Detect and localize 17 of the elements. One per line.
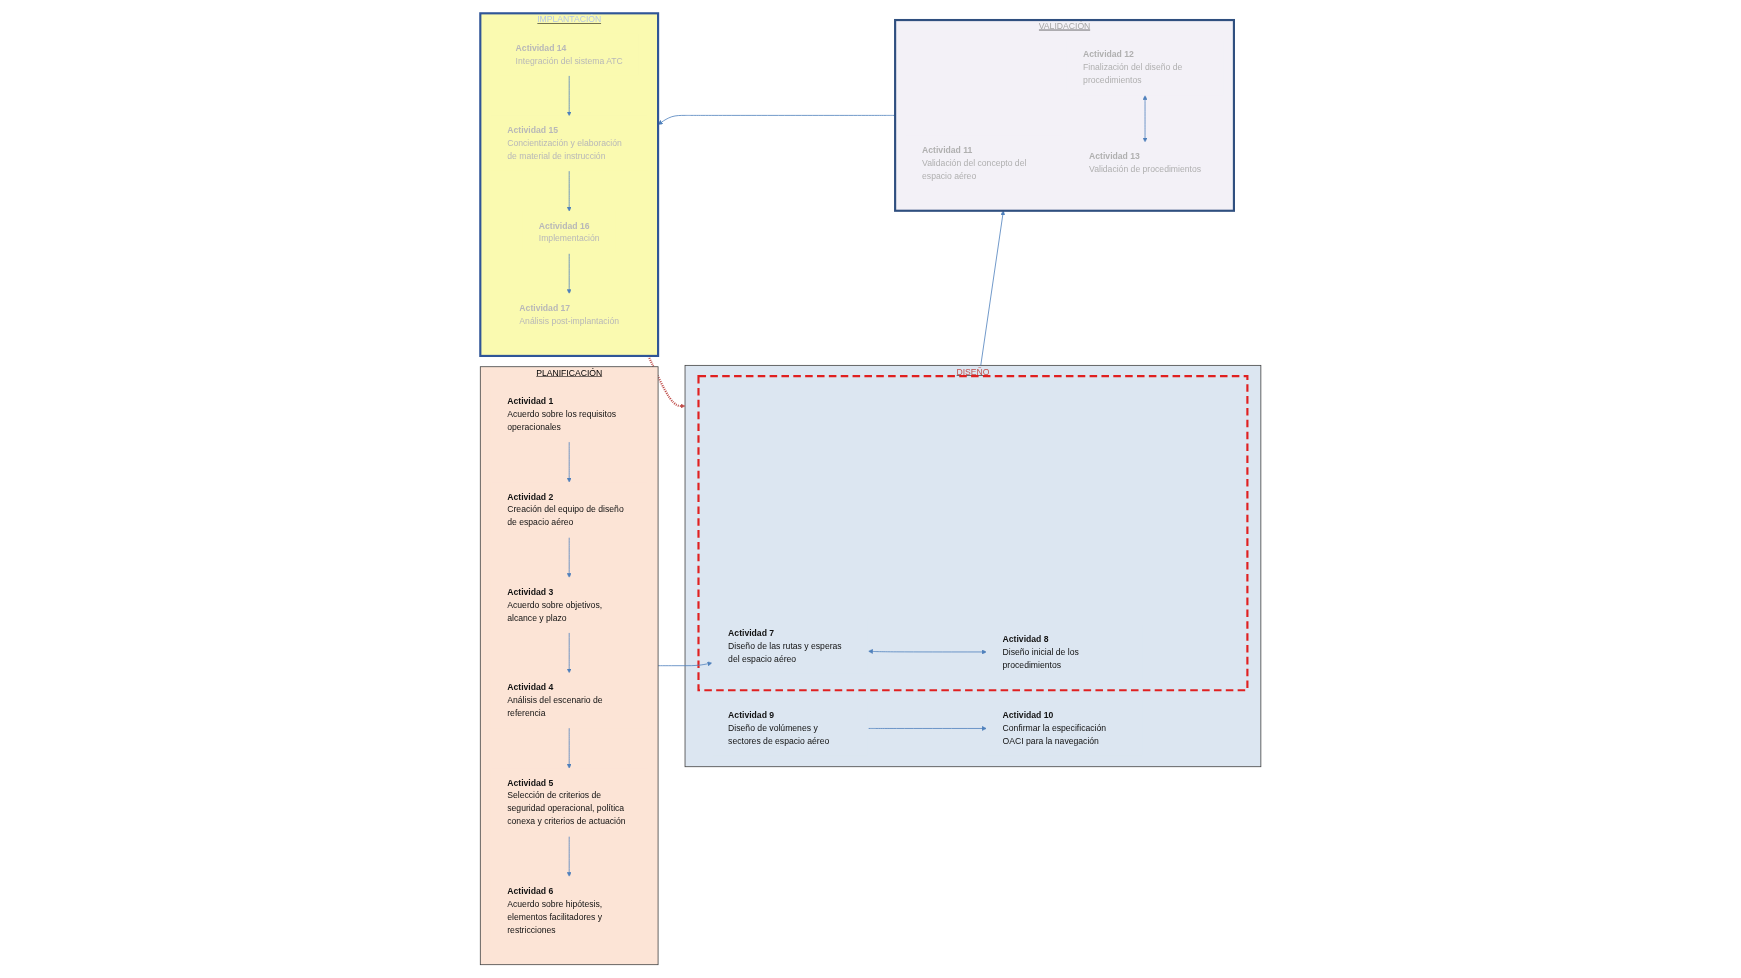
node-text: Actividad 8 Diseño inicial de los procedimientos bbox=[1002, 634, 1079, 670]
node-text: Actividad 11 Validación del concepto del espacio aéreo bbox=[921, 145, 1027, 181]
node-text: Actividad 10 Confirmar la especificación OACI para la navegación bbox=[1002, 710, 1106, 746]
node-text: Actividad 2 Creación del equipo de diseño de espacio aéreo bbox=[507, 491, 624, 527]
node-text: Actividad 9 Diseño de volúmenes y sectores de espacio aéreo bbox=[728, 710, 830, 746]
arrow bbox=[647, 355, 686, 409]
node-text: Actividad 3 Acuerdo sobre objetivos, alcance y plazo bbox=[507, 587, 603, 623]
node-text: Actividad 1 Acuerdo sobre los requisitos operacionales bbox=[507, 396, 616, 432]
node-text: Actividad 14 Integración del sistema ATC bbox=[515, 43, 623, 66]
node-text: Actividad 13 Validación de procedimientos bbox=[1088, 151, 1201, 174]
node-text: Actividad 7 Diseño de las rutas y esperas del espacio aéreo bbox=[728, 628, 842, 664]
node-text: Actividad 6 Acuerdo sobre hipótesis, elementos facilitadores y restricciones bbox=[507, 886, 603, 935]
cluster bbox=[697, 375, 1249, 692]
node-text: Actividad 5 Selección de criterios de seguridad operacional, política conexa y criterios de actuación bbox=[507, 778, 626, 826]
node-text: Actividad 4 Análisis del escenario de referencia bbox=[507, 682, 603, 718]
node-text: Actividad 16 Implementación bbox=[538, 220, 600, 244]
node-text: Actividad 12 Finalización del diseño de procedimientos bbox=[1082, 49, 1183, 85]
